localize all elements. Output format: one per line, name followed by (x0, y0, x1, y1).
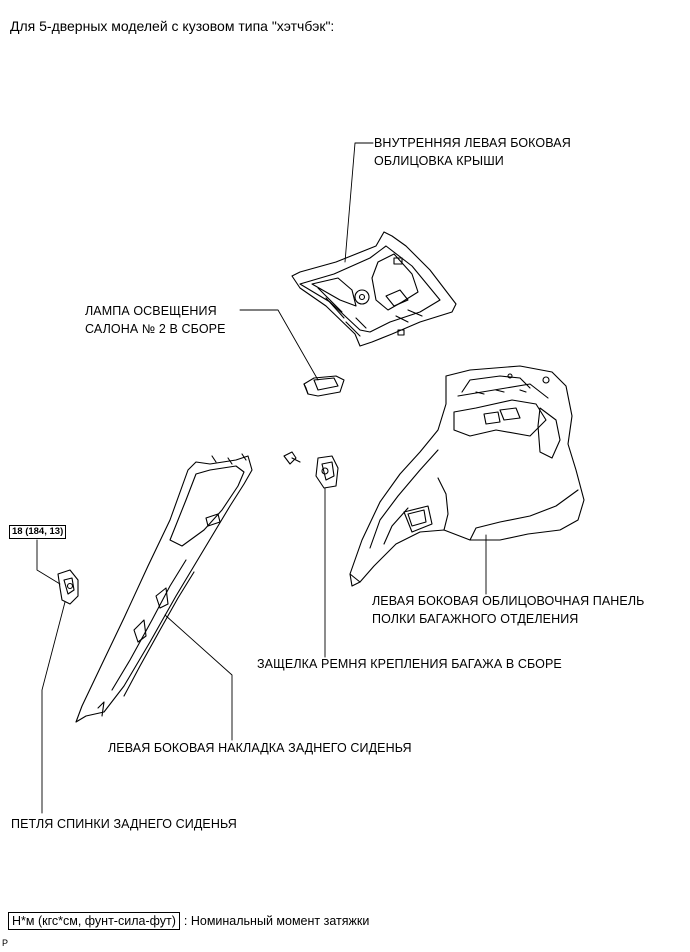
leader-seat-trim (164, 614, 233, 741)
legend-description: : Номинальный момент затяжки (183, 914, 370, 928)
label-roof-garnish-line1: ВНУТРЕННЯЯ ЛЕВАЯ БОКОВАЯ (374, 136, 571, 150)
leader-hinge (41, 601, 66, 814)
roof-side-garnish (291, 231, 457, 347)
leader-torque (36, 539, 61, 585)
label-deck-panel-line1: ЛЕВАЯ БОКОВАЯ ОБЛИЦОВОЧНАЯ ПАНЕЛЬ (372, 594, 645, 608)
room-lamp (303, 375, 345, 397)
seat-side-garnish (75, 453, 253, 723)
leader-lamp (239, 309, 319, 381)
label-lamp-line2: САЛОНА № 2 В СБОРЕ (85, 322, 226, 336)
label-deck-panel-line2: ПОЛКИ БАГАЖНОГО ОТДЕЛЕНИЯ (372, 612, 579, 626)
torque-legend: Н*м (кгс*см, фунт-сила-фут) : Номинальны… (8, 912, 369, 930)
label-seat-hinge: ПЕТЛЯ СПИНКИ ЗАДНЕГО СИДЕНЬЯ (11, 817, 237, 831)
page-heading: Для 5-дверных моделей с кузовом типа "хэ… (10, 18, 335, 34)
leader-lines (36, 142, 487, 814)
screw (283, 451, 301, 465)
legend-unit: Н*м (кгс*см, фунт-сила-фут) (8, 912, 180, 930)
label-latch: ЗАЩЕЛКА РЕМНЯ КРЕПЛЕНИЯ БАГАЖА В СБОРЕ (257, 657, 562, 671)
figure-code: P (2, 938, 9, 948)
seat-hinge (57, 569, 79, 605)
belt-striker (315, 455, 339, 489)
torque-value: 18 (184, 13) (9, 525, 67, 539)
label-seat-garnish: ЛЕВАЯ БОКОВАЯ НАКЛАДКА ЗАДНЕГО СИДЕНЬЯ (108, 741, 412, 755)
label-lamp-line1: ЛАМПА ОСВЕЩЕНИЯ (85, 304, 217, 318)
label-roof-garnish-line2: ОБЛИЦОВКА КРЫШИ (374, 154, 504, 168)
leader-roof-trim (344, 142, 374, 263)
deck-side-panel (349, 365, 585, 587)
